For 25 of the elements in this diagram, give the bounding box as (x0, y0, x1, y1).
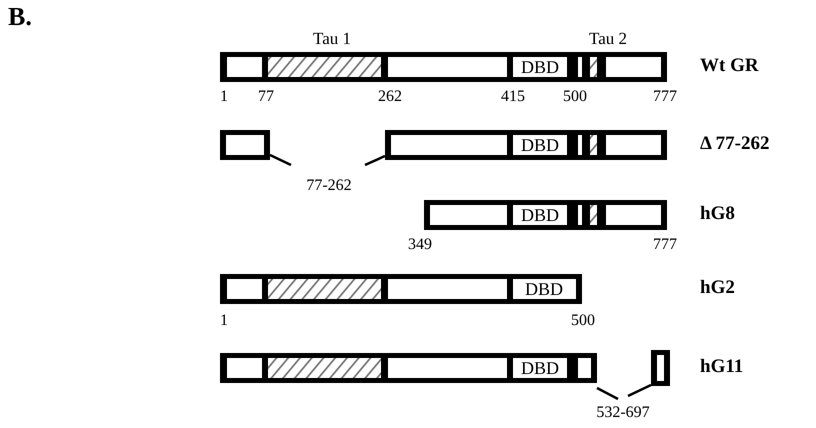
residue-number: 1 (220, 313, 228, 329)
residue-number: 500 (563, 89, 587, 105)
construct-label: Wt GR (700, 56, 759, 75)
deletion-label: 532-697 (596, 405, 650, 421)
residue-number: 777 (653, 89, 677, 105)
deletion-label: 77-262 (306, 178, 352, 194)
residue-number: 415 (501, 89, 525, 105)
domain-label: DBD (521, 136, 559, 154)
panel-letter: B. (8, 4, 32, 30)
residue-number: 262 (378, 89, 402, 105)
residue-number: 1 (220, 89, 228, 105)
construct-label: Δ 77-262 (700, 134, 770, 153)
domain-label: Tau 2 (589, 30, 627, 47)
domain-label: Tau 1 (313, 30, 351, 47)
domain-label: DBD (521, 359, 559, 377)
construct-label: hG11 (700, 357, 744, 376)
domain-label: DBD (525, 280, 563, 298)
residue-number: 777 (653, 237, 677, 253)
domain-label: DBD (521, 58, 559, 76)
residue-number: 349 (408, 237, 432, 253)
residue-number: 77 (258, 89, 274, 105)
construct-label: hG2 (700, 278, 735, 297)
residue-number: 500 (571, 313, 595, 329)
construct-label: hG8 (700, 204, 735, 223)
domain-label: DBD (521, 206, 559, 224)
